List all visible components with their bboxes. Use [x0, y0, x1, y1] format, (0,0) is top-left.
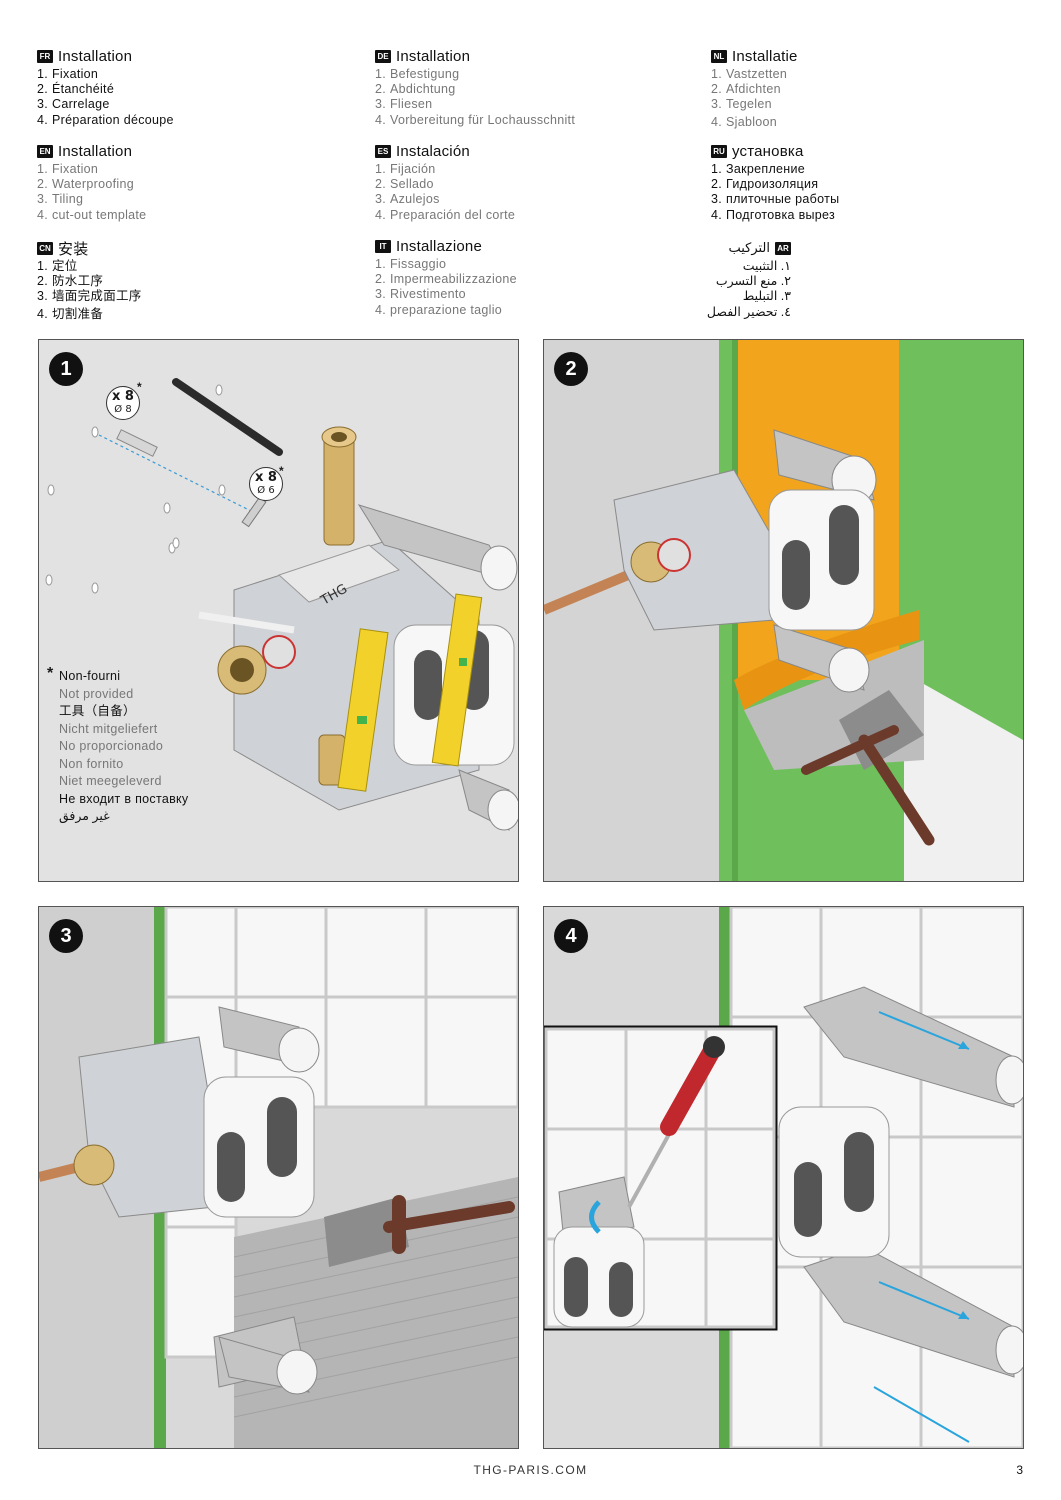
not-provided-star: * — [47, 665, 54, 682]
step-2-badge: 2 — [554, 352, 588, 386]
lang-code-ru: RU — [711, 144, 727, 158]
list-item: 1.Befestigung — [375, 67, 460, 81]
page-number: 3 — [1016, 1463, 1023, 1477]
lang-code-cn: CN — [37, 241, 53, 255]
note-line: Не входит в поставку — [59, 791, 189, 806]
not-provided-note: * Non-fourni Not provided 工具（自备） Nicht m… — [47, 665, 251, 826]
note-line: No proporcionado — [59, 739, 164, 753]
fixing-8mm-star: * — [137, 380, 142, 394]
list-item: 2.Impermeabilizzazione — [375, 272, 517, 287]
list-item: 1.Vastzetten — [711, 67, 788, 81]
note-line: Niet meegeleverd — [59, 774, 162, 788]
list-item: 3.плиточные работы — [711, 192, 840, 207]
list-item: 3.Rivestimento — [375, 287, 466, 302]
lang-fr: FR Installation 1.Fixation 2.Étanchéité 3… — [37, 47, 337, 128]
note-line: Non fornito — [59, 756, 124, 771]
lang-nl: NL Installatie 1.Vastzetten 2.Afdichten 3… — [711, 47, 1011, 130]
note-line: Non-fourni — [59, 669, 121, 683]
lang-code-en: EN — [37, 144, 53, 158]
list-item: 3.Tegelen — [711, 97, 772, 112]
lang-title-nl: Installatie — [732, 47, 798, 65]
step-2-illustration — [544, 340, 1023, 881]
list-item: 4.cut-out template — [37, 207, 147, 222]
list-item: 1.Fissaggio — [375, 257, 447, 271]
lang-title-es: Instalación — [396, 142, 470, 160]
lang-title-cn: 安装 — [58, 240, 89, 258]
note-line: غير مرفق — [59, 809, 110, 823]
lang-code-it: IT — [375, 239, 391, 253]
lang-es: ES Instalación 1.Fijación 2.Sellado 3.Azu… — [375, 142, 675, 223]
list-item: 4.Sjabloon — [711, 114, 778, 129]
list-item: 2.Гидроизоляция — [711, 177, 819, 192]
lang-title-fr: Installation — [58, 47, 133, 65]
note-line: Nicht mitgeliefert — [59, 721, 158, 736]
lang-de: DE Installation 1.Befestigung 2.Abdichtun… — [375, 47, 675, 128]
step-1-badge: 1 — [49, 352, 83, 386]
step-3-panel: 3 — [38, 906, 519, 1449]
list-item: 3.Carrelage — [37, 97, 110, 112]
lang-ar: AR التركيب ١. التثبيت ٢. منع التسرب ٣. ال… — [491, 239, 791, 320]
lang-en: EN Installation 1.Fixation 2.Waterproofin… — [37, 142, 337, 223]
step-2-panel: 2 — [543, 339, 1024, 882]
list-item: 1.定位 — [37, 259, 78, 273]
step-4-panel: 4 — [543, 906, 1024, 1449]
lang-code-fr: FR — [37, 49, 53, 63]
list-item: 4.preparazione taglio — [375, 302, 503, 317]
list-item: 2.Étanchéité — [37, 82, 115, 97]
list-item: 2.Abdichtung — [375, 82, 456, 97]
list-item: ٣. التبليط — [742, 289, 791, 304]
lang-title-ru: установка — [732, 142, 804, 160]
lang-it: IT Installazione 1.Fissaggio 2.Impermeabi… — [375, 237, 675, 318]
list-item: 4.切割准备 — [37, 306, 104, 321]
list-item: 1.Закрепление — [711, 162, 806, 176]
list-item: 4.Préparation découpe — [37, 112, 174, 127]
list-item: ٤. تحضير الفصل — [706, 304, 791, 319]
list-item: 1.Fixation — [37, 162, 99, 176]
note-line: Not provided — [59, 686, 134, 701]
list-item: 1.Fixation — [37, 67, 99, 81]
note-line: 工具（自备） — [59, 704, 136, 718]
list-item: 4.Vorbereitung für Lochausschnitt — [375, 112, 576, 127]
list-item: 2.Afdichten — [711, 82, 781, 97]
lang-code-es: ES — [375, 144, 391, 158]
fixing-6mm-star: * — [279, 464, 284, 478]
list-item: ١. التثبيت — [742, 259, 791, 273]
list-item: 3.Fliesen — [375, 97, 433, 112]
lang-ru: RU установка 1.Закрепление 2.Гидроизоляци… — [711, 142, 1011, 223]
list-item: 2.防水工序 — [37, 274, 104, 289]
step-3-badge: 3 — [49, 919, 83, 953]
list-item: ٢. منع التسرب — [715, 274, 791, 289]
step-4-illustration — [544, 907, 1023, 1448]
step-4-badge: 4 — [554, 919, 588, 953]
list-item: 4.Подготовка вырез — [711, 207, 836, 222]
list-item: 2.Waterproofing — [37, 177, 134, 192]
lang-title-ar: التركيب — [728, 240, 770, 255]
footer-website: THG-PARIS.COM — [473, 1463, 588, 1477]
lang-title-en: Installation — [58, 142, 133, 160]
list-item: 3.Tiling — [37, 192, 84, 207]
list-item: 3.墙面完成面工序 — [37, 289, 142, 304]
lang-cn: CN 安装 1.定位 2.防水工序 3.墙面完成面工序 4.切割准备 — [37, 239, 337, 322]
step-3-illustration — [39, 907, 518, 1448]
lang-title-de: Installation — [396, 47, 471, 65]
list-item: 2.Sellado — [375, 177, 434, 192]
lang-code-ar: AR — [775, 241, 791, 255]
lang-code-de: DE — [375, 49, 391, 63]
step-1-illustration: THG — [39, 340, 518, 881]
lang-title-it: Installazione — [396, 237, 482, 255]
lang-code-nl: NL — [711, 49, 727, 63]
list-item: 4.Preparación del corte — [375, 207, 516, 222]
list-item: 1.Fijación — [375, 162, 436, 176]
list-item: 3.Azulejos — [375, 192, 440, 207]
